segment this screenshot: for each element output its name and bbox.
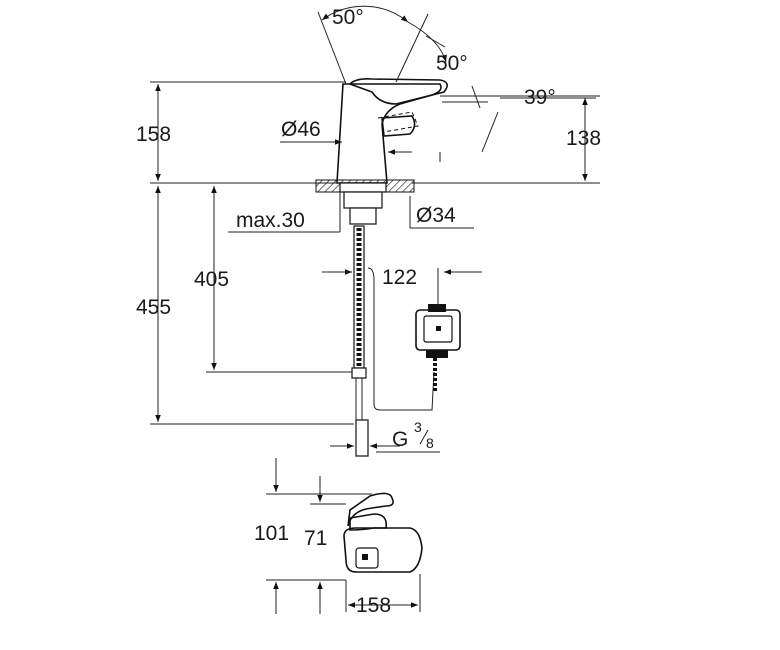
angle-leader xyxy=(425,35,446,48)
box-clip xyxy=(428,304,446,312)
lever-top xyxy=(347,492,394,527)
deck-mount xyxy=(315,179,415,225)
thread-slash xyxy=(419,429,429,445)
label-height-spout: 138 xyxy=(566,127,601,150)
lever xyxy=(348,78,448,105)
body-top xyxy=(343,527,423,573)
mount-nut xyxy=(343,191,383,209)
sensor-cable xyxy=(367,267,435,411)
lever-tilted xyxy=(377,111,419,133)
spout-mouth xyxy=(381,115,416,137)
label-thread-den: 8 xyxy=(426,435,434,451)
hose-outline xyxy=(353,225,365,369)
valve-pipe xyxy=(355,419,369,457)
label-height-top-inner: 71 xyxy=(304,527,327,550)
faucet-top-view xyxy=(343,492,423,573)
angle-arc-top xyxy=(321,5,409,23)
sensor-dot xyxy=(362,554,368,560)
hose xyxy=(351,225,369,457)
angle-line-2 xyxy=(395,13,429,83)
label-diameter-hole: Ø34 xyxy=(416,204,456,227)
label-angle-lever: 50° xyxy=(436,52,468,75)
deck-hole xyxy=(339,182,387,193)
spout-ext-1 xyxy=(471,85,481,109)
hose-fitting xyxy=(351,367,367,379)
label-angle-spout: 39° xyxy=(524,86,556,109)
box-connector xyxy=(426,350,448,358)
faucet-body xyxy=(336,78,448,184)
angle-arc-lever xyxy=(407,21,447,63)
faucet-body-outline xyxy=(336,83,442,184)
control-box xyxy=(415,304,461,392)
label-thread: G xyxy=(392,428,408,451)
label-diameter-body: Ø46 xyxy=(281,118,321,141)
label-height-total: 158 xyxy=(136,123,171,146)
angle-line-1 xyxy=(317,11,347,85)
label-angle-top: 50° xyxy=(332,6,364,29)
mount-shank xyxy=(349,207,377,225)
label-total-length: 455 xyxy=(136,296,171,319)
label-box-offset: 122 xyxy=(382,266,417,289)
label-height-top: 101 xyxy=(254,522,289,545)
label-projection: 158 xyxy=(356,594,391,617)
label-hose-length: 405 xyxy=(194,268,229,291)
label-thread-num: 3 xyxy=(414,419,422,435)
box-led xyxy=(436,326,441,331)
spout-ext-3 xyxy=(481,111,499,153)
label-deck-thickness: max.30 xyxy=(236,209,305,232)
